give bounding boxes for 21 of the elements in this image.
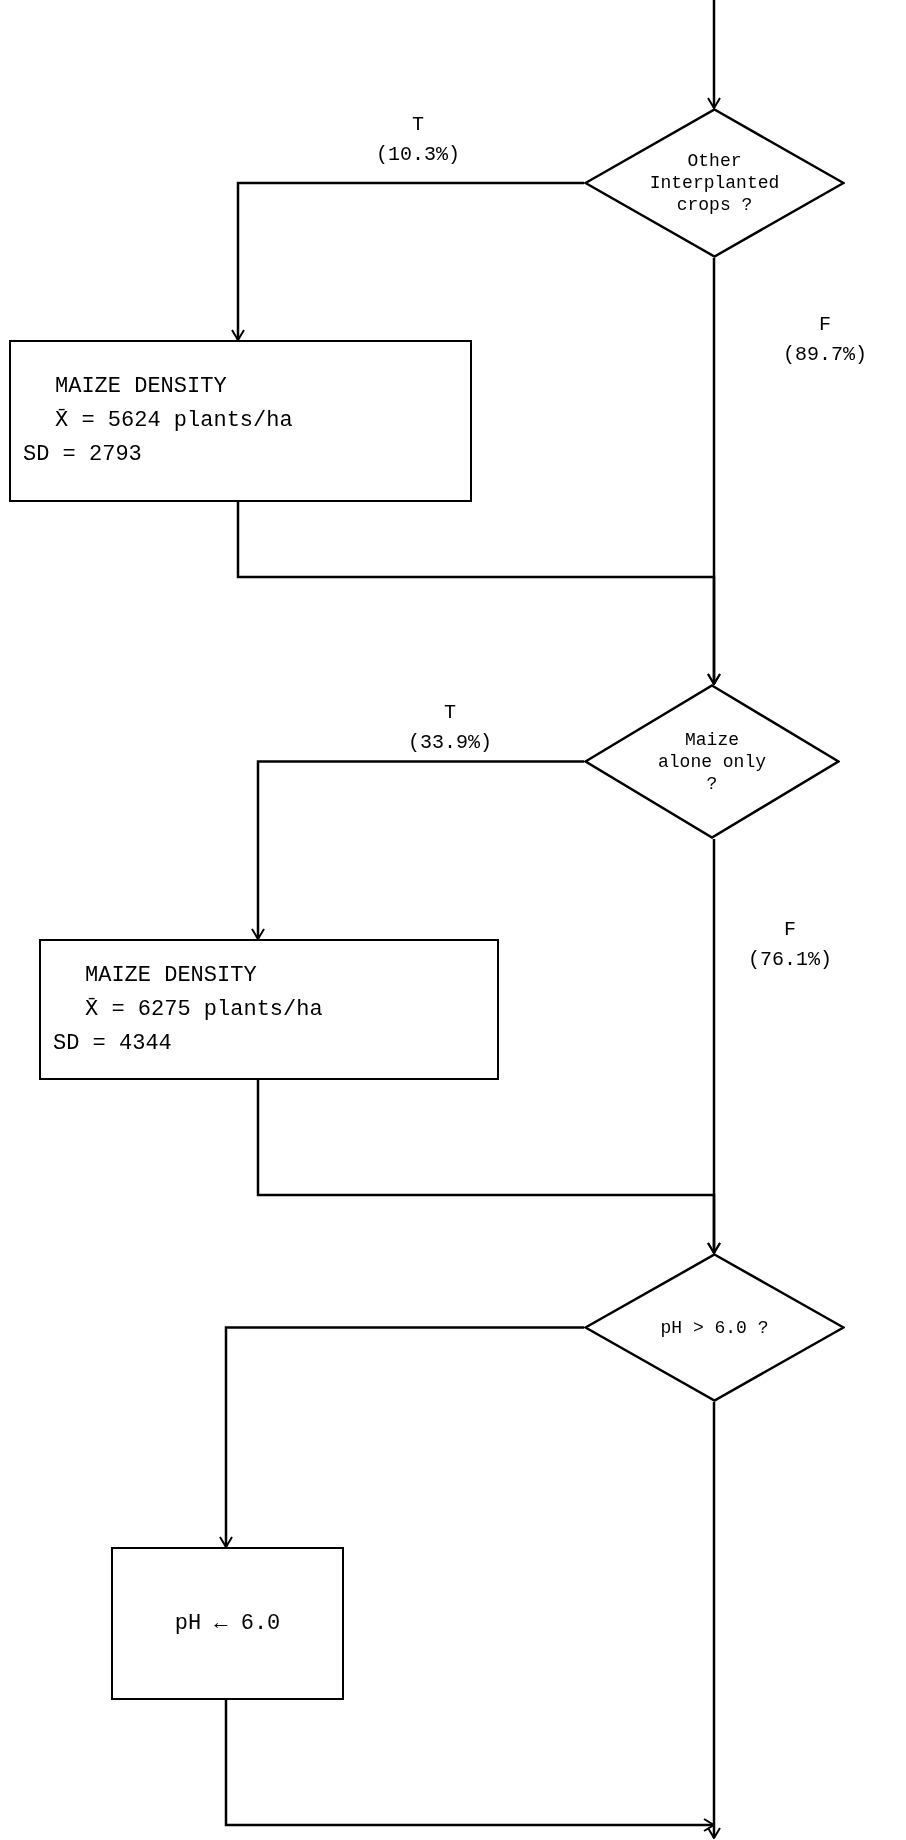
flow-arrow bbox=[707, 1402, 721, 1839]
flow-arrow bbox=[224, 1700, 715, 1832]
process-box bbox=[9, 340, 472, 502]
decision-text: Other Interplanted crops ? bbox=[648, 150, 781, 216]
decision-text: pH > 6.0 ? bbox=[659, 1316, 770, 1339]
flow-arrow bbox=[707, 0, 721, 109]
process-text: MAIZE DENSITY bbox=[84, 962, 257, 989]
flow-arrow bbox=[256, 1080, 721, 1254]
flow-arrow bbox=[251, 760, 584, 940]
process-text: SD = 2793 bbox=[23, 442, 142, 468]
process-text: pH ← 6.0 bbox=[174, 1610, 281, 1637]
process-box bbox=[39, 939, 499, 1080]
process-text: MAIZE DENSITY bbox=[54, 374, 227, 400]
flow-arrow bbox=[236, 502, 721, 685]
process-text: X̄ = 6275 plants/ha bbox=[84, 996, 323, 1023]
process-text: SD = 4344 bbox=[53, 1030, 172, 1057]
flow-arrow bbox=[219, 1326, 584, 1548]
process-text: X̄ = 5624 plants/ha bbox=[54, 408, 293, 434]
decision-text: Maize alone only ? bbox=[657, 728, 767, 795]
flow-arrow bbox=[231, 181, 584, 341]
process-box bbox=[111, 1547, 344, 1700]
